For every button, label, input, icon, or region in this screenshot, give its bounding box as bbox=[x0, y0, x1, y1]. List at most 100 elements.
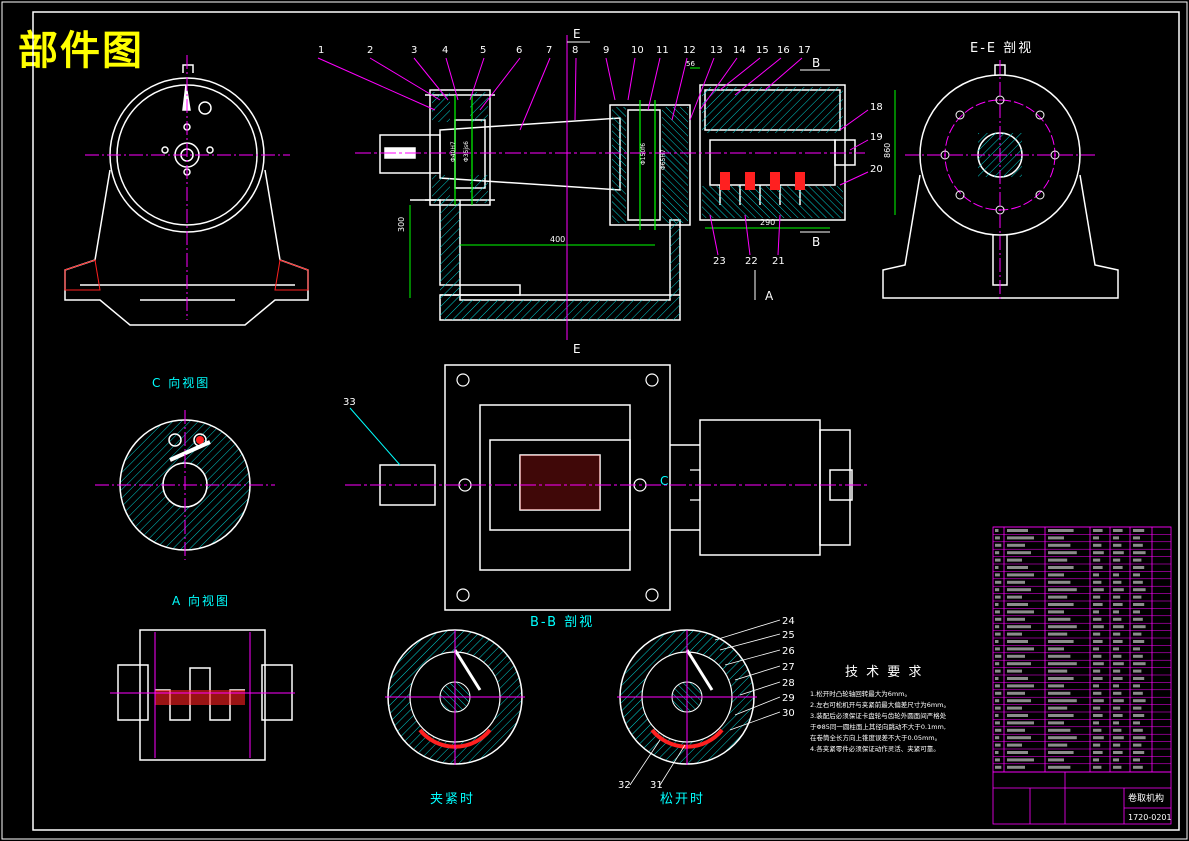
section-e-top: E bbox=[573, 27, 581, 41]
bom-cell-text bbox=[1133, 699, 1146, 703]
bom-cell-text bbox=[1093, 751, 1103, 754]
section-a-arrow: A bbox=[765, 289, 774, 303]
bom-cell-text bbox=[1093, 580, 1102, 584]
bom-cell-text bbox=[1113, 543, 1122, 547]
bom-cell-text bbox=[1048, 558, 1068, 562]
dim-phi2: Φ35js6 bbox=[463, 141, 470, 162]
bom-cell-text bbox=[995, 603, 999, 606]
bom-cell-text bbox=[1048, 588, 1077, 592]
svg-text:30: 30 bbox=[782, 708, 795, 719]
bom-cell-text bbox=[995, 721, 1000, 725]
bom-cell-text bbox=[1133, 721, 1140, 725]
bom-cell-text bbox=[1093, 536, 1099, 540]
dim-phi4: Φ65H7 bbox=[660, 149, 667, 170]
bom-cell-text bbox=[1093, 669, 1101, 673]
bom-cell-text bbox=[1007, 640, 1028, 643]
callouts-bb-bottom: 32 31 bbox=[618, 780, 663, 791]
bom-cell-text bbox=[1007, 654, 1025, 658]
svg-text:4: 4 bbox=[442, 45, 448, 56]
bom-cell-text bbox=[1007, 625, 1031, 629]
bom-cell-text bbox=[1113, 751, 1123, 754]
bom-cell-text bbox=[1093, 625, 1104, 629]
svg-text:25: 25 bbox=[782, 630, 795, 641]
bom-cell-text bbox=[1048, 632, 1068, 636]
bom-cell-text bbox=[1093, 691, 1102, 695]
section-c-arrow: C bbox=[660, 474, 668, 488]
bom-cell-text bbox=[1048, 677, 1074, 680]
svg-text:21: 21 bbox=[772, 256, 785, 267]
bom-cell-text bbox=[995, 743, 1001, 747]
svg-text:23: 23 bbox=[713, 256, 726, 267]
bom-cell-text bbox=[1133, 684, 1140, 688]
svg-text:3: 3 bbox=[411, 45, 417, 56]
bom-cell-text bbox=[1007, 603, 1028, 606]
svg-text:13: 13 bbox=[710, 45, 723, 56]
tech-req-title: 技 术 要 求 bbox=[845, 665, 923, 680]
bom-cell-text bbox=[1113, 551, 1124, 555]
bom-cell-text bbox=[1133, 603, 1145, 606]
bom-cell-text bbox=[1007, 580, 1025, 584]
callout-33: 33 bbox=[343, 397, 356, 408]
bom-cell-text bbox=[1113, 743, 1121, 747]
top-view bbox=[379, 364, 853, 611]
bom-cell-text bbox=[1093, 588, 1104, 592]
svg-text:15: 15 bbox=[756, 45, 769, 56]
bom-cell-text bbox=[1007, 551, 1031, 555]
bom-cell-text bbox=[995, 669, 1001, 673]
bom-cell-text bbox=[1007, 669, 1022, 673]
ee-section-label: E-E 剖视 bbox=[970, 41, 1033, 56]
bom-cell-text bbox=[1113, 603, 1123, 606]
bom-cell-text bbox=[995, 677, 999, 680]
bom-cell-text bbox=[1133, 714, 1145, 717]
bom-cell-text bbox=[1048, 551, 1077, 555]
bom-cell-text bbox=[1093, 706, 1101, 710]
bom-cell-text bbox=[1133, 743, 1142, 747]
bom-cell-text bbox=[995, 625, 1000, 629]
bom-cell-text bbox=[1113, 654, 1122, 658]
bom-cell-text bbox=[1048, 684, 1064, 688]
dim-300: 300 bbox=[397, 217, 406, 232]
bom-cell-text bbox=[1093, 758, 1099, 762]
bom-cell-text bbox=[1093, 765, 1102, 769]
bom-cell-text bbox=[1133, 610, 1140, 614]
bom-cell-text bbox=[1113, 632, 1121, 636]
a-view-label: A 向视图 bbox=[172, 593, 230, 608]
svg-text:在卷筒全长方向上锥度误差不大于0.05mm。: 在卷筒全长方向上锥度误差不大于0.05mm。 bbox=[810, 733, 941, 742]
bom-cell-text bbox=[1093, 543, 1102, 547]
svg-text:16: 16 bbox=[777, 45, 790, 56]
bom-cell-text bbox=[1007, 677, 1028, 680]
callouts-bottom-mid: 23 22 21 bbox=[713, 256, 785, 267]
bom-cell-text bbox=[1133, 677, 1145, 680]
svg-text:31: 31 bbox=[650, 780, 663, 791]
bom-cell-text bbox=[995, 617, 1002, 621]
bom-cell-text bbox=[1133, 662, 1146, 666]
bom-cell-text bbox=[1113, 706, 1121, 710]
bom-cell-text bbox=[995, 714, 999, 717]
svg-text:7: 7 bbox=[546, 45, 552, 56]
bb-section-label: B-B 剖视 bbox=[530, 615, 594, 630]
bom-cell-text bbox=[1113, 662, 1124, 666]
bom-cell-text bbox=[1113, 669, 1121, 673]
svg-text:26: 26 bbox=[782, 646, 795, 657]
bom-cell-text bbox=[1048, 743, 1068, 747]
callouts-bb: 24 25 26 27 28 29 30 bbox=[782, 616, 795, 719]
bom-cell-text bbox=[995, 728, 1002, 732]
dim-56: 56 bbox=[686, 60, 695, 68]
bom-cell-text bbox=[1007, 610, 1034, 614]
bom-cell-text bbox=[1113, 714, 1123, 717]
bom-cell-text bbox=[1093, 654, 1102, 658]
bom-cell-text bbox=[1133, 536, 1140, 540]
bom-cell-text bbox=[1113, 573, 1119, 577]
bom-cell-text bbox=[1048, 758, 1064, 762]
bom-cell-text bbox=[1007, 751, 1028, 754]
svg-text:3.装配后必须保证卡盘轮与齿轮外圆面间严格处: 3.装配后必须保证卡盘轮与齿轮外圆面间严格处 bbox=[810, 711, 947, 720]
bom-cell-text bbox=[995, 765, 1002, 769]
bom-cell-text bbox=[1093, 647, 1099, 651]
bom-cell-text bbox=[995, 558, 1001, 562]
bom-cell-text bbox=[1133, 765, 1143, 769]
bom-cell-text bbox=[995, 654, 1002, 658]
bom-cell-text bbox=[1113, 765, 1122, 769]
bom-cell-text bbox=[1133, 580, 1143, 584]
